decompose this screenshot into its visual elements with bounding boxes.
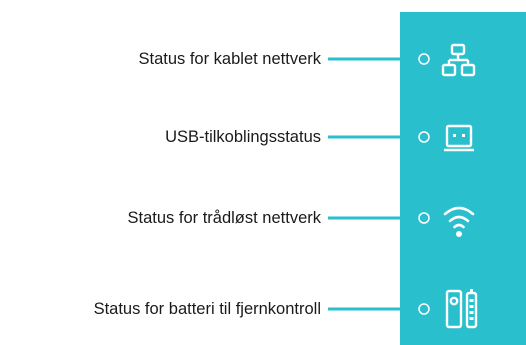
label-usb-status: USB-tilkoblingsstatus [165, 128, 321, 146]
wired-network-icon [441, 43, 476, 77]
wifi-icon [443, 206, 475, 237]
label-wired-network: Status for kablet nettverk [138, 50, 321, 68]
label-remote-battery: Status for batteri til fjernkontroll [93, 300, 321, 318]
usb-device-icon [444, 124, 474, 152]
remote-battery-icon [445, 289, 478, 329]
label-wireless-network: Status for trådløst nettverk [127, 209, 322, 227]
